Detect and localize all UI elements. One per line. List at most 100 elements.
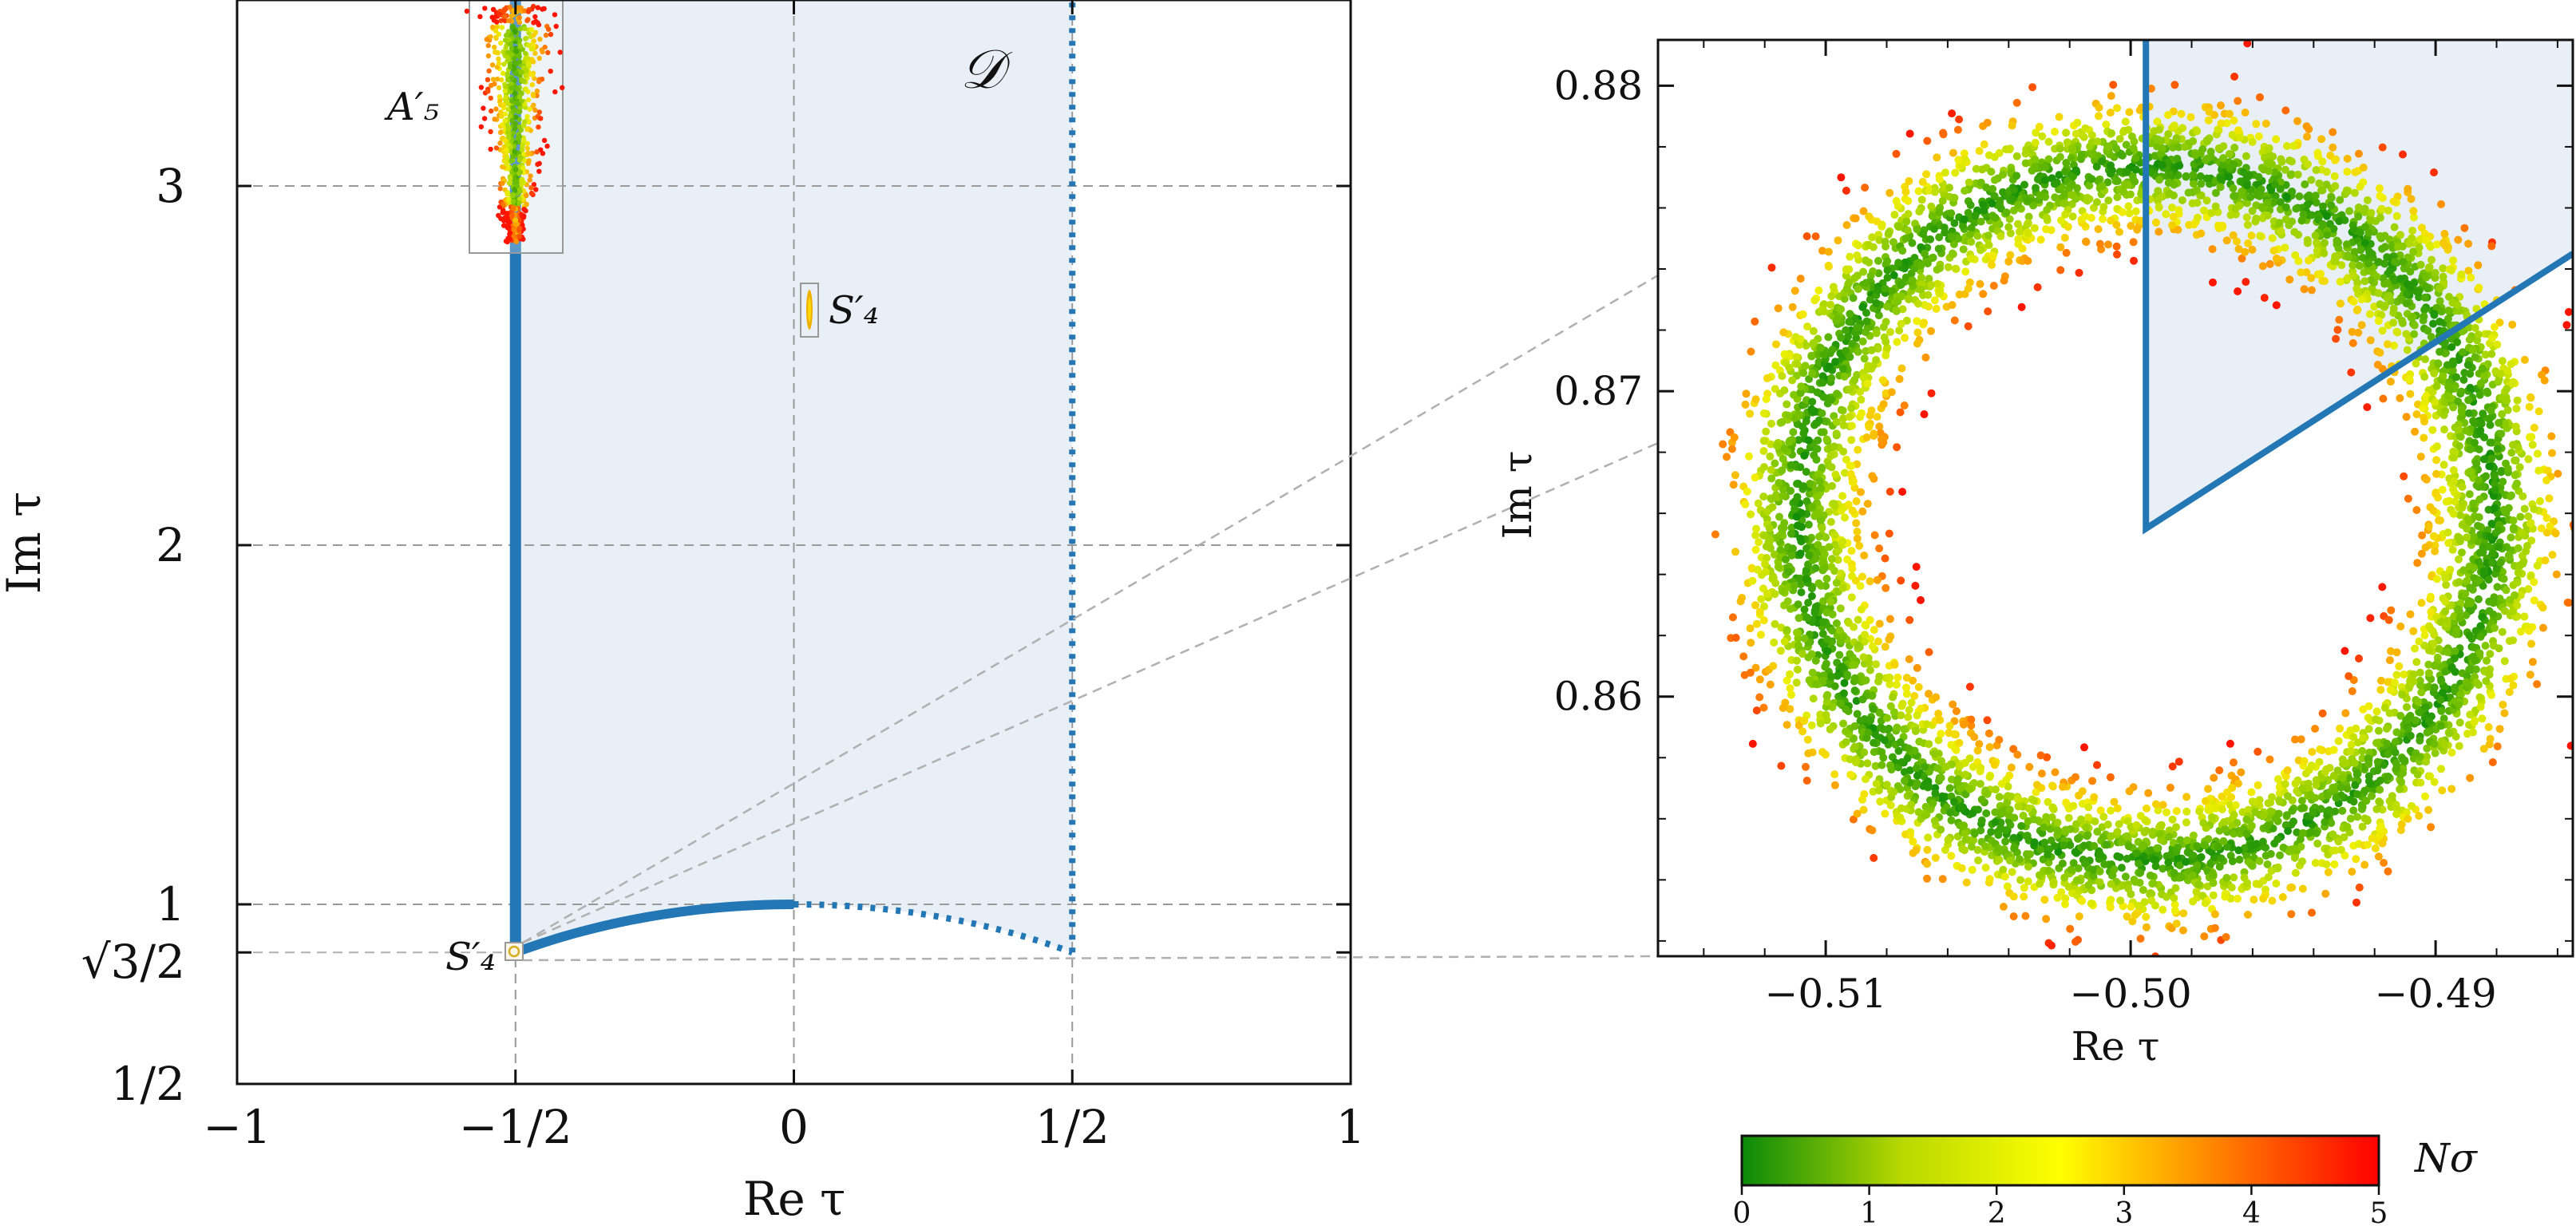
ring-point <box>2417 688 2426 697</box>
ring-point <box>2484 542 2493 551</box>
a5-point <box>511 206 516 212</box>
ring-point <box>1990 761 1999 769</box>
ring-point <box>2032 788 2040 797</box>
ring-point <box>2087 213 2095 222</box>
ring-point <box>2421 792 2429 801</box>
ring-point <box>2103 840 2111 849</box>
ring-point <box>2113 250 2121 259</box>
ring-point <box>2030 223 2039 232</box>
ring-point <box>2422 391 2431 400</box>
a5-point <box>508 98 515 104</box>
ring-point <box>1841 469 1849 477</box>
ring-point <box>1977 816 1986 825</box>
a5-point <box>505 106 511 113</box>
ring-point <box>2018 257 2027 265</box>
ring-point <box>2524 585 2533 593</box>
ring-point <box>2072 876 2081 884</box>
ring-point <box>1741 500 1750 508</box>
ring-point <box>1762 395 1771 403</box>
ring-point <box>2044 155 2053 164</box>
ring-point <box>1905 615 1914 624</box>
ring-point <box>2287 910 2296 919</box>
a5-point <box>512 60 518 65</box>
ring-point <box>2036 235 2045 244</box>
a5-point <box>477 14 483 19</box>
ring-point <box>2515 463 2524 472</box>
ring-point <box>1938 875 1947 884</box>
ring-point <box>2233 237 2241 246</box>
ring-point <box>2455 425 2463 434</box>
a5-point <box>481 105 486 111</box>
ring-point <box>2497 466 2506 475</box>
ring-point <box>2372 779 2381 788</box>
ring-point <box>1860 748 1869 757</box>
ring-point <box>2254 747 2262 756</box>
ring-point <box>1983 716 1992 725</box>
ring-point <box>2409 247 2418 256</box>
ring-point <box>2113 828 2122 836</box>
ring-point <box>1804 520 1813 529</box>
ring-point <box>2396 231 2404 239</box>
ring-point <box>1975 147 1984 156</box>
ring-point <box>1830 442 1838 451</box>
ring-point <box>1898 305 1907 314</box>
ring-point <box>2230 144 2239 152</box>
ring-point <box>1741 400 1750 409</box>
ring-point <box>2503 385 2511 394</box>
a5-point <box>505 77 511 83</box>
ring-point <box>1955 291 1964 299</box>
ring-point <box>1959 245 1968 254</box>
ring-point <box>1786 684 1794 693</box>
ring-point <box>2352 855 2360 864</box>
a5-point <box>527 177 532 183</box>
ring-point <box>2316 745 2325 753</box>
ring-point <box>2174 127 2182 136</box>
ring-point <box>1742 390 1751 398</box>
ring-point <box>1796 275 1805 283</box>
ring-point <box>1925 275 1933 283</box>
ring-point <box>1778 372 1787 381</box>
ring-point <box>2354 328 2363 337</box>
ring-point <box>1901 234 1910 243</box>
ring-point <box>2512 404 2521 413</box>
ring-point <box>2144 789 2153 797</box>
ring-point <box>2058 859 2067 868</box>
ring-point <box>2107 896 2115 904</box>
ring-point <box>1770 639 1779 647</box>
ring-point <box>1968 865 1977 874</box>
ring-point <box>2172 920 2181 928</box>
ring-point <box>2264 873 2273 881</box>
ring-point <box>2419 404 2428 413</box>
ring-point <box>1925 648 1933 656</box>
ring-point <box>1858 507 1867 516</box>
ring-point <box>1846 310 1854 318</box>
ring-point <box>1834 236 1842 245</box>
ring-point <box>2353 813 2362 821</box>
ring-point <box>2268 793 2277 801</box>
ring-point <box>2439 714 2448 723</box>
ring-point <box>2305 125 2313 133</box>
ring-point <box>1748 739 1757 748</box>
ring-point <box>2383 279 2392 287</box>
ring-point <box>2377 204 2386 213</box>
ring-point <box>1870 626 1878 635</box>
ring-point <box>1747 639 1755 647</box>
a5-point <box>528 173 533 179</box>
ring-point <box>1932 304 1941 313</box>
ring-point <box>2393 328 2402 337</box>
ring-point <box>2136 935 2145 943</box>
ring-point <box>1840 678 1849 687</box>
ring-point <box>2441 607 2450 615</box>
ring-point <box>1977 217 1985 226</box>
ring-point <box>2321 817 2329 826</box>
ring-point <box>1921 249 1929 258</box>
ring-point <box>2068 180 2076 188</box>
ring-point <box>2353 738 2362 747</box>
ring-point <box>1858 695 1867 704</box>
ring-point <box>2327 193 2336 202</box>
ring-point <box>2391 678 2400 687</box>
ring-point <box>2449 466 2458 475</box>
ring-point <box>2317 270 2325 279</box>
connector-line <box>522 955 1659 962</box>
ring-point <box>2424 660 2433 669</box>
